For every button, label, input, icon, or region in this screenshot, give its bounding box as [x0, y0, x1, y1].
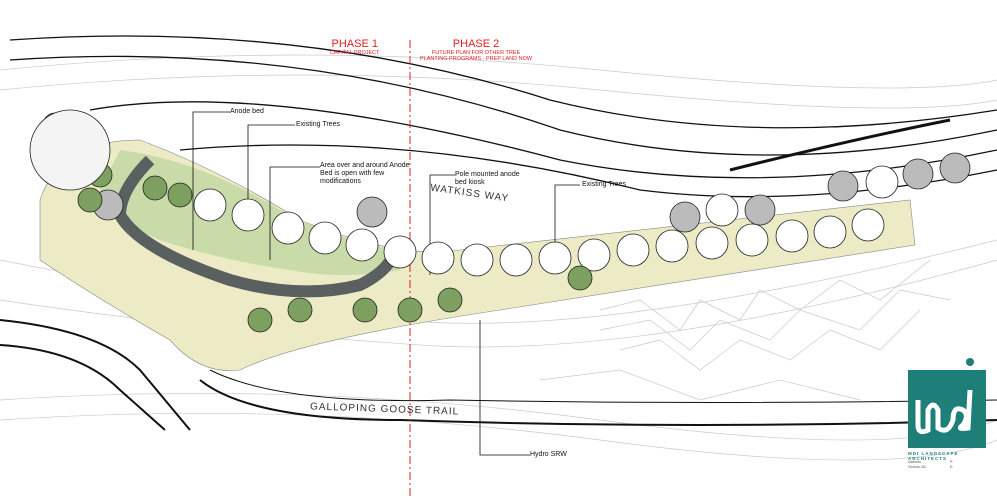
tree-icon — [352, 297, 378, 323]
address-line: Victoria, BC — [908, 465, 927, 469]
contact-line: P: — [950, 460, 954, 464]
callout-line: Bed is open with few — [320, 170, 385, 177]
tree-icon — [231, 198, 265, 232]
callout-line: modifications — [320, 178, 361, 185]
phase1-subtitle: CAPITAL PROJECT — [330, 50, 380, 56]
tree-icon — [655, 229, 689, 263]
firm-name: MDI LANDSCAPE ARCHITECTS — [908, 451, 959, 461]
tree-icon — [437, 287, 463, 313]
firm-contact: P: E: — [950, 460, 953, 470]
phase2-subtitle-2: PLANTING PROGRAMS - PREP LAND NOW — [420, 56, 533, 62]
tree-icon — [345, 228, 379, 262]
galloping-goose-trail — [0, 319, 997, 431]
tree-icon — [567, 265, 593, 291]
tree-icon — [356, 196, 388, 228]
callout-area-open: Area over and around Anode Bed is open w… — [320, 162, 410, 186]
phase2-label: PHASE 2 FUTURE PLAN FOR OTHER TREE PLANT… — [420, 38, 532, 62]
tree-icon — [577, 238, 611, 272]
address-line: Address — [908, 460, 921, 464]
callout-existing-trees-2: Existing Trees — [582, 181, 626, 188]
tree-icon — [775, 219, 809, 253]
callout-line: bed kiosk — [455, 179, 485, 186]
tree-group — [29, 109, 971, 333]
callout-existing-trees-1: Existing Trees — [296, 121, 340, 128]
tree-icon — [813, 215, 847, 249]
phase2-subtitle-1: FUTURE PLAN FOR OTHER TREE — [431, 50, 521, 56]
tree-icon — [827, 170, 859, 202]
callout-leaders — [192, 111, 580, 456]
tree-icon — [939, 152, 971, 184]
firm-address: Address Victoria, BC — [908, 460, 926, 470]
tree-icon — [167, 182, 193, 208]
tree-icon — [397, 297, 423, 323]
mdi-logo-mark — [915, 370, 976, 435]
tree-icon — [29, 109, 111, 191]
callout-line: Area over and around Anode — [320, 162, 410, 169]
phase1-label: PHASE 1 CAPITAL PROJECT — [330, 38, 380, 56]
callout-anode-bed: Anode bed — [230, 108, 264, 115]
tree-icon — [538, 241, 572, 275]
firm-logo — [908, 370, 986, 448]
contact-line: E: — [950, 465, 954, 469]
tree-icon — [193, 188, 227, 222]
callout-line: Pole mounted anode — [455, 171, 520, 178]
tree-icon — [616, 233, 650, 267]
tree-icon — [383, 235, 417, 269]
phase2-title: PHASE 2 — [452, 38, 500, 50]
callout-kiosk: Pole mounted anode bed kiosk — [455, 171, 520, 187]
tree-icon — [77, 187, 103, 213]
tree-icon — [902, 158, 934, 190]
tree-icon — [308, 221, 342, 255]
logo-dot — [966, 358, 974, 366]
phase1-title: PHASE 1 — [331, 38, 378, 50]
tree-icon — [669, 201, 701, 233]
tree-icon — [695, 226, 729, 260]
tree-icon — [705, 193, 739, 227]
callout-hydro-srw: Hydro SRW — [530, 451, 567, 458]
tree-icon — [287, 297, 313, 323]
tree-icon — [247, 307, 273, 333]
tree-icon — [851, 208, 885, 242]
tree-icon — [142, 175, 168, 201]
tree-icon — [865, 165, 899, 199]
tree-icon — [421, 241, 455, 275]
tree-icon — [460, 243, 494, 277]
tree-icon — [735, 223, 769, 257]
tree-icon — [499, 243, 533, 277]
tree-icon — [271, 211, 305, 245]
tree-icon — [744, 194, 776, 226]
